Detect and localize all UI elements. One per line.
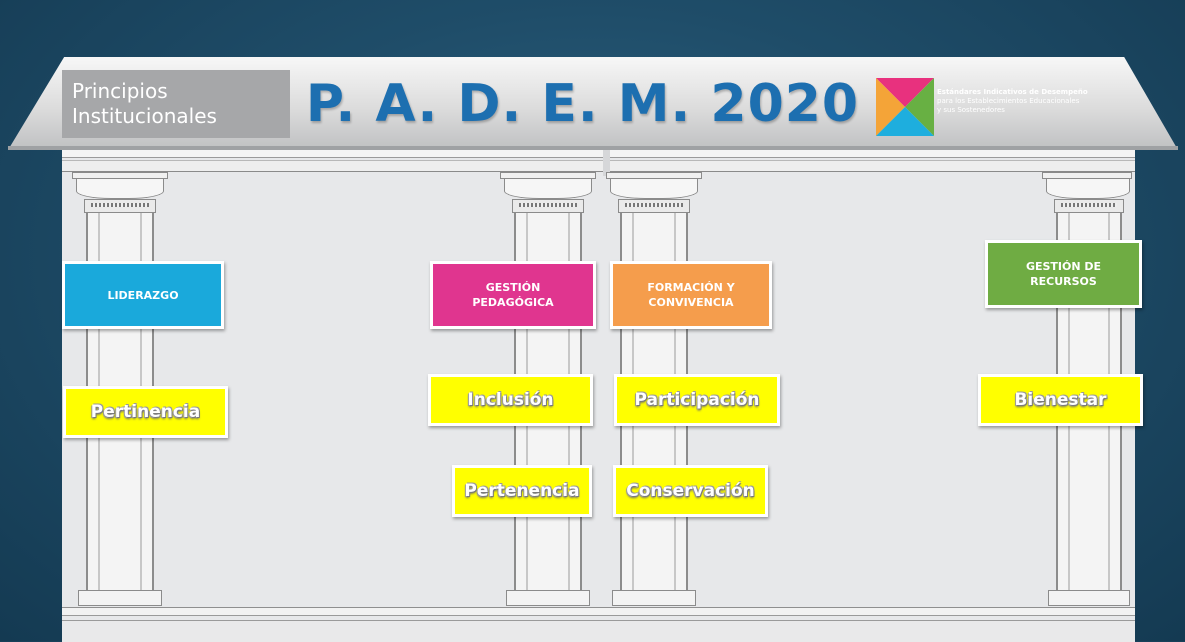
column-capital-bowl (76, 179, 164, 199)
logo-line-3: y sus Sostenedores (937, 106, 1005, 114)
column-capital-top (500, 172, 596, 179)
roof-shadow (8, 146, 1178, 150)
temple-base-top (62, 607, 1135, 616)
area-gestion-recursos: GESTIÓN DE RECURSOS (985, 240, 1142, 308)
principle-bienestar: Bienestar (978, 374, 1143, 426)
area-formacion-convivencia: FORMACIÓN Y CONVIVENCIA (610, 261, 772, 329)
column-capital-top (606, 172, 702, 179)
temple-wall (62, 150, 1135, 641)
principle-pertenencia: Pertenencia (452, 465, 592, 517)
area-gestion-pedagogica: GESTIÓN PEDAGÓGICA (430, 261, 596, 329)
logo-blue-triangle (876, 107, 934, 136)
logo-line-2: para los Establecimientos Educacionales (937, 97, 1080, 105)
logo-green-triangle (905, 78, 934, 136)
column-base (78, 590, 162, 606)
principle-inclusion: Inclusión (428, 374, 593, 426)
column-capital-top (72, 172, 168, 179)
column-base (506, 590, 590, 606)
column-base (612, 590, 696, 606)
column-capital-bowl (610, 179, 698, 199)
principle-participacion: Participación (614, 374, 780, 426)
column-capital-top (1042, 172, 1132, 179)
logo-pink-triangle (876, 78, 934, 107)
temple-base-bottom (62, 620, 1135, 642)
architrave-top (62, 150, 1135, 158)
column-capital-neck (512, 199, 584, 213)
area-liderazgo: LIDERAZGO (62, 261, 224, 329)
column-capital-neck (84, 199, 156, 213)
estandares-logo-icon (876, 78, 934, 136)
principle-pertinencia: Pertinencia (63, 386, 228, 438)
column-capital-bowl (1046, 179, 1130, 199)
principle-conservacion: Conservación (613, 465, 768, 517)
column-capital-neck (1054, 199, 1124, 213)
column-capital-neck (618, 199, 690, 213)
page-title: P. A. D. E. M. 2020 (305, 74, 860, 134)
architrave-bottom (62, 160, 1135, 172)
column-base (1048, 590, 1130, 606)
principios-institucionales-label: Principios Institucionales (62, 70, 290, 138)
logo-text: Estándares Indicativos de Desempeño para… (937, 88, 1137, 138)
logo-orange-triangle (876, 78, 905, 136)
architrave-gap (603, 150, 610, 176)
column-capital-bowl (504, 179, 592, 199)
logo-line-1: Estándares Indicativos de Desempeño (937, 88, 1088, 96)
